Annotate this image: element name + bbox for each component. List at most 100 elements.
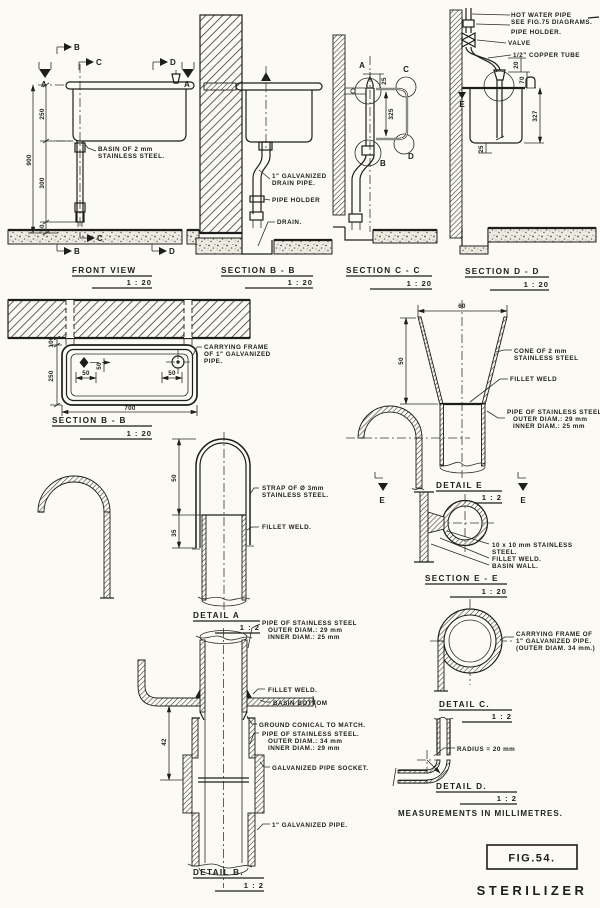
- detail-a-geometry: [172, 432, 259, 610]
- dim-overlap: 35: [171, 529, 178, 537]
- dim-overall-height: 900: [26, 154, 33, 165]
- section-bb-plan-title: SECTION B - B: [52, 416, 127, 425]
- detail-e-title: DETAIL E: [436, 481, 483, 490]
- hot-water-label-line1: HOT WATER PIPE: [511, 12, 571, 19]
- dim-bottom-gap: 25: [478, 145, 485, 153]
- basin-bottom-label: BASIN BOTTOM: [273, 700, 328, 707]
- marker-c-bottom: C: [97, 234, 103, 243]
- figure-number: FIG.54.: [508, 853, 555, 865]
- cone-label-line1: CONE OF 2 mm: [514, 348, 567, 355]
- dim-pipe-offset: 50: [96, 362, 103, 370]
- ground-conical-label: GROUND CONICAL TO MATCH.: [259, 722, 365, 729]
- marker-e-right: E: [520, 496, 526, 505]
- pipe-holder-label: PIPE HOLDER: [272, 197, 320, 204]
- drain-label: DRAIN.: [277, 219, 302, 226]
- dim-tube-drop: 20: [513, 61, 520, 69]
- detail-c-scale: 1 : 2: [492, 712, 512, 721]
- marker-d-bottom: D: [169, 247, 175, 256]
- section-ee-scale: 1 : 20: [482, 587, 507, 596]
- pipe-lower-label-line3: INNER DIAM.: 29 mm: [268, 745, 340, 752]
- detail-b-geometry: [137, 623, 317, 888]
- dim-basin-length: 700: [124, 405, 135, 412]
- pipe-upper-label-line3: INNER DIAM.: 25 mm: [268, 634, 340, 641]
- front-view-geometry: [7, 64, 200, 245]
- carrying-frame-label-line1: CARRYING FRAME: [204, 344, 269, 351]
- section-dd-geometry: [449, 8, 597, 255]
- copper-tube-label: 1/2" COPPER TUBE: [513, 52, 580, 59]
- carrying-frame-label-line1: CARRYING FRAME OF: [516, 631, 592, 638]
- dim-top-offset: 25: [381, 77, 388, 85]
- page-footer: MEASUREMENTS IN MILLIMETRES. FIG.54. STE…: [398, 809, 588, 898]
- pipe-lower-label-line1: PIPE OF STAINLESS STEEL.: [262, 731, 359, 738]
- valve-label: VALVE: [508, 40, 531, 47]
- marker-b-bottom: B: [74, 247, 80, 256]
- fillet-weld-label: FILLET WELD.: [268, 687, 317, 694]
- dim-valve-offset: 50: [82, 370, 90, 377]
- front-view-title: FRONT VIEW: [72, 266, 136, 275]
- carrying-frame-label-line2: OF 1" GALVANIZED: [204, 351, 271, 358]
- section-bb-geometry: [195, 14, 333, 255]
- section-cc-title: SECTION C - C: [346, 266, 421, 275]
- strap-label-line2: STAINLESS STEEL.: [262, 492, 329, 499]
- section-ee: 10 x 10 mm STAINLESS STEEL. FILLET WELD.…: [414, 491, 573, 598]
- detail-a: 50 35 STRAP OF Ø 3mm STAINLESS STEEL. FI…: [37, 432, 329, 634]
- pipe-label-line2: OUTER DIAM.: 29 mm: [513, 416, 587, 423]
- page-title: STERILIZER: [477, 883, 588, 898]
- drain-pipe-label-line2: DRAIN PIPE.: [272, 180, 315, 187]
- marker-c: C: [403, 65, 409, 74]
- detail-e: 60 50 CONE OF 2 mm STAINLESS STEEL FILLE…: [346, 300, 600, 505]
- section-bb-plan-geometry: [7, 298, 251, 406]
- detail-b: 42 PIPE OF STAINLESS STEEL OUTER DIAM.: …: [137, 620, 368, 892]
- hot-water-label-line2: SEE FIG.75 DIAGRAMS.: [511, 19, 592, 26]
- detail-d-geometry: [392, 716, 455, 787]
- carrying-frame-label-line2: 1" GALVANIZED PIPE.: [516, 638, 592, 645]
- section-cc-geometry: [332, 34, 438, 244]
- marker-d-top: D: [170, 58, 176, 67]
- radius-label: RADIUS = 20 mm: [457, 746, 515, 753]
- dim-tube-inlet: 70: [519, 76, 526, 84]
- dim-socket-depth: 42: [161, 738, 168, 746]
- scan-artifact-mark: [587, 16, 600, 19]
- figure-number-box: [486, 844, 578, 870]
- detail-e-scale: 1 : 2: [482, 493, 502, 502]
- detail-d: RADIUS = 20 mm DETAIL D. 1 : 2: [392, 716, 517, 805]
- dim-basin-depth: 250: [39, 108, 46, 119]
- section-bb-title: SECTION B - B: [221, 266, 296, 275]
- strap-label-line2: STEEL.: [492, 549, 517, 556]
- carrying-frame-label-line3: PIPE.: [204, 358, 223, 365]
- detail-c-geometry: [430, 599, 514, 692]
- detail-a-title: DETAIL A: [193, 611, 240, 620]
- section-bb-plan-dimensions: 100 250 50 50 50 700: [48, 335, 198, 416]
- detail-d-title: DETAIL D.: [436, 782, 487, 791]
- section-bb-scale: 1 : 20: [288, 278, 313, 287]
- detail-e-geometry: [346, 300, 528, 491]
- dim-basin-depth: 327: [532, 110, 539, 121]
- section-cc-dimensions: 25 325: [363, 73, 395, 137]
- section-cc-scale: 1 : 20: [407, 279, 432, 288]
- section-dd-dimensions: 20 70 327 25: [478, 57, 544, 154]
- pipe-upper-label-line1: PIPE OF STAINLESS STEEL: [262, 620, 357, 627]
- marker-b-top: B: [74, 43, 80, 52]
- dim-wall-offset: 100: [48, 336, 55, 347]
- basin-wall-label: BASIN WALL.: [492, 563, 538, 570]
- marker-e-left: E: [379, 496, 385, 505]
- section-dd-scale: 1 : 20: [524, 280, 549, 289]
- drain-pipe-label-line1: 1" GALVANIZED: [272, 173, 327, 180]
- dim-strap-height: 50: [171, 474, 178, 482]
- strap-label-line1: 10 x 10 mm STAINLESS: [492, 542, 573, 549]
- detail-b-scale: 1 : 2: [244, 881, 264, 890]
- strap-label-line1: STRAP OF Ø 3mm: [262, 485, 324, 492]
- pipe-upper-label-line2: OUTER DIAM.: 29 mm: [268, 627, 342, 634]
- pipe-label-line1: PIPE OF STAINLESS STEEL: [507, 409, 600, 416]
- section-ee-geometry: [414, 491, 494, 566]
- marker-a-left: A: [41, 80, 47, 89]
- detail-a-scale: 1 : 2: [240, 623, 260, 632]
- front-view: B C D A A B C D 900 250 300 50 BASIN OF …: [7, 43, 200, 289]
- section-dd: 20 70 327 25 E HOT WATER PIPE SEE FIG.75…: [449, 8, 597, 291]
- detail-b-title: DETAIL B.: [193, 868, 244, 877]
- galvanized-pipe-label: 1" GALVANIZED PIPE.: [272, 822, 348, 829]
- units-note: MEASUREMENTS IN MILLIMETRES.: [398, 809, 563, 818]
- section-dd-title: SECTION D - D: [465, 267, 540, 276]
